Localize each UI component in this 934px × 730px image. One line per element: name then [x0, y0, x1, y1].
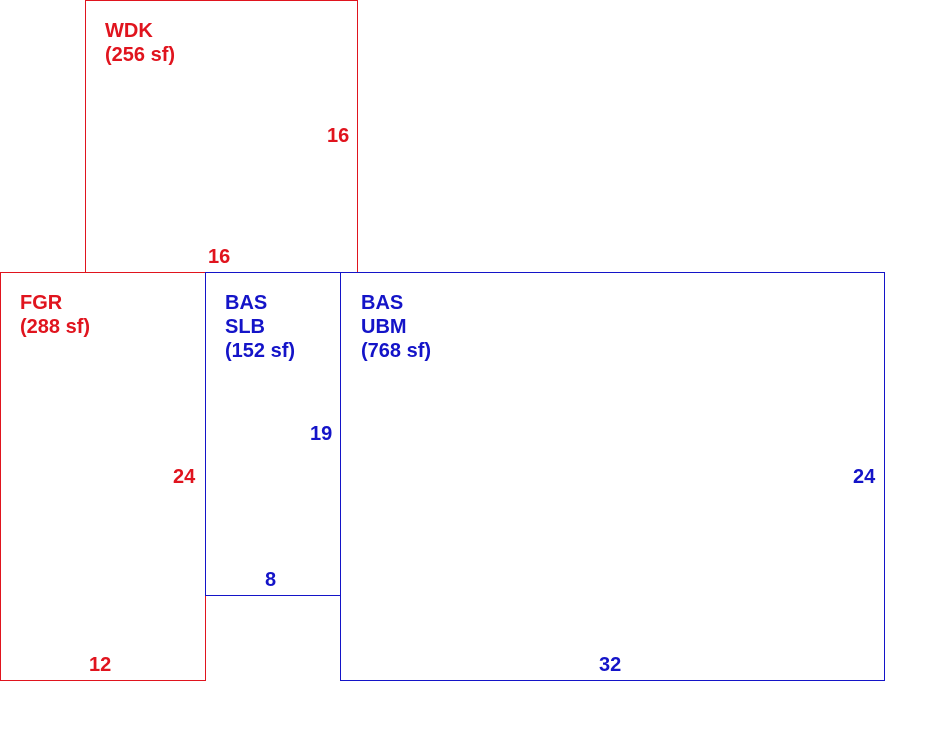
bas-ubm-code: BAS — [361, 292, 404, 314]
wdk-bottom-dimension: 16 — [208, 246, 231, 268]
fgr-side-dimension: 24 — [173, 466, 196, 488]
wdk-area-label: WDK (256 sf) — [105, 19, 175, 67]
bas-slb-bottom-dimension: 8 — [265, 569, 277, 591]
wdk-code: WDK — [105, 20, 153, 42]
fgr-square-feet: (288 sf) — [20, 316, 91, 338]
fgr-area-label: FGR (288 sf) — [20, 291, 90, 339]
fgr-code: FGR — [20, 292, 63, 314]
fgr-bottom-dimension: 12 — [89, 654, 112, 676]
bas-ubm-square-feet: (768 sf) — [361, 340, 432, 362]
bas-ubm-bottom-dimension: 32 — [599, 654, 622, 676]
bas-ubm-area-label: BAS UBM (768 sf) — [361, 291, 431, 363]
bas-ubm-side-dimension: 24 — [853, 466, 876, 488]
bas-slb-area-label: BAS SLB (152 sf) — [225, 291, 295, 363]
wdk-square-feet: (256 sf) — [105, 44, 176, 66]
wdk-side-dimension: 16 — [327, 125, 350, 147]
bas-ubm-area-outline — [340, 272, 885, 681]
bas-slb-code: BAS — [225, 292, 268, 314]
bas-slb-side-dimension: 19 — [310, 423, 333, 445]
bas-slb-square-feet: (152 sf) — [225, 340, 296, 362]
bas-slb-subcode: SLB — [225, 316, 265, 338]
bas-ubm-subcode: UBM — [361, 316, 407, 338]
